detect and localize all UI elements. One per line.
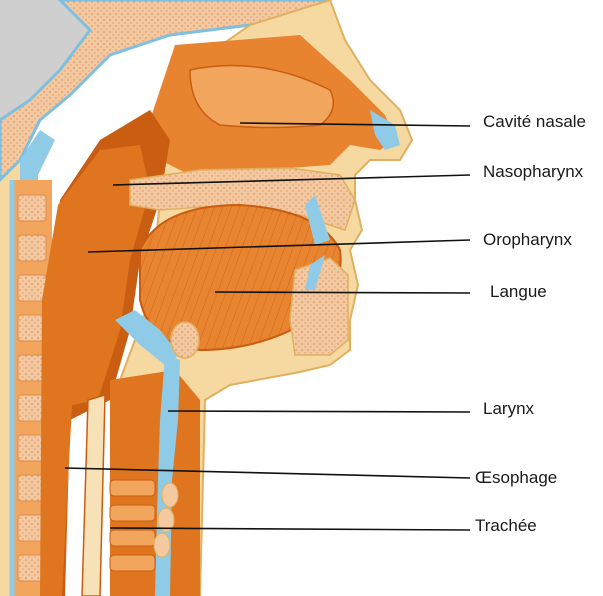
label-nasopharynx: Nasopharynx bbox=[483, 162, 583, 182]
esophagus-tube bbox=[82, 395, 105, 596]
leader-larynx bbox=[168, 411, 470, 412]
label-esophagus: Œsophage bbox=[475, 468, 557, 488]
label-trachea: Trachée bbox=[475, 516, 537, 536]
label-nasal-cavity: Cavité nasale bbox=[483, 112, 586, 132]
label-tongue: Langue bbox=[490, 282, 547, 302]
label-larynx: Larynx bbox=[483, 399, 534, 419]
hyoid-bone bbox=[171, 322, 199, 358]
leader-tongue bbox=[215, 292, 470, 293]
label-oropharynx: Oropharynx bbox=[483, 230, 572, 250]
